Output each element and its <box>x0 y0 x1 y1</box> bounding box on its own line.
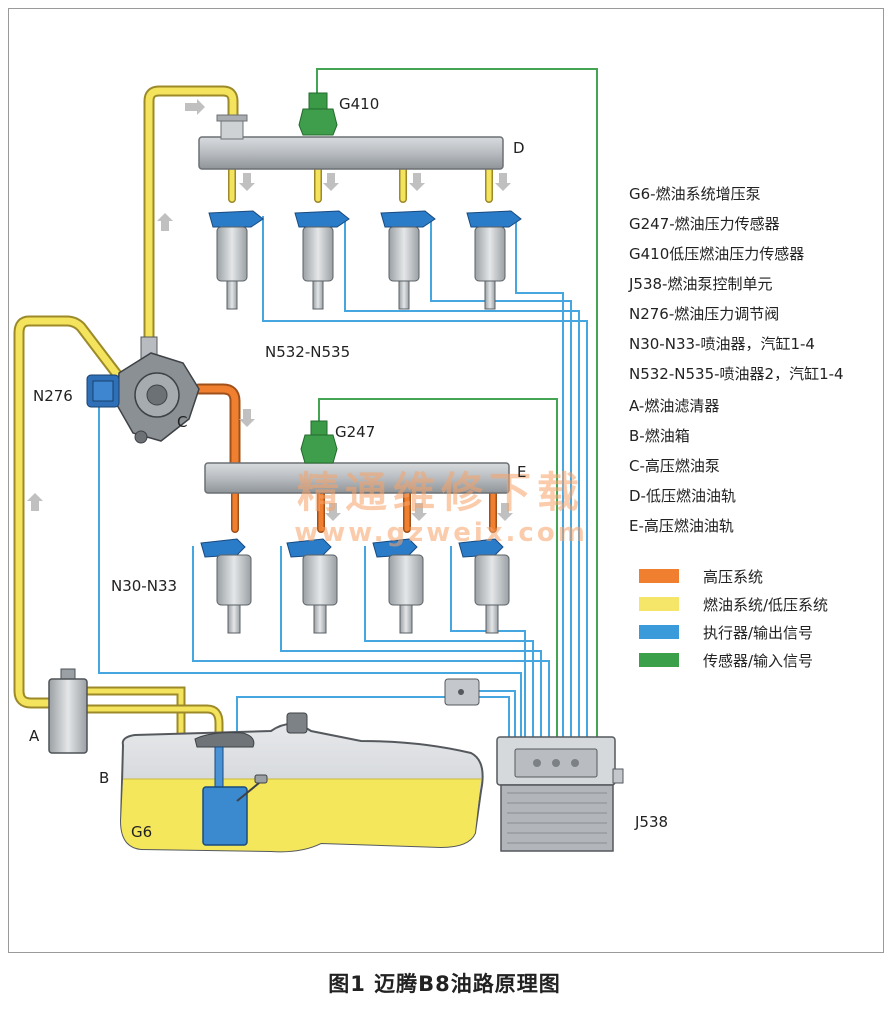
legend-label: 高压系统 <box>703 568 763 586</box>
description-item: G247-燃油压力传感器 <box>629 215 780 233</box>
label-b: B <box>99 769 109 787</box>
figure-caption: 图1 迈腾B8油路原理图 <box>328 972 561 996</box>
g410-sensor <box>298 92 338 136</box>
injector-n30 <box>200 538 252 634</box>
label-g247: G247 <box>335 423 375 441</box>
label-n532-n535: N532-N535 <box>265 343 350 361</box>
description-item: N276-燃油压力调节阀 <box>629 305 779 323</box>
injector-n32 <box>372 538 424 634</box>
color-legend: 高压系统 燃油系统/低压系统 执行器/输出信号 传感器/输入信号 <box>639 568 828 670</box>
legend-label: 燃油系统/低压系统 <box>703 596 828 614</box>
label-g6: G6 <box>131 823 152 841</box>
injector-n33 <box>458 538 510 634</box>
watermark-title: 精通维修下载 <box>297 468 585 517</box>
description-item: B-燃油箱 <box>629 427 690 445</box>
injector-n534 <box>380 210 436 310</box>
fuel-system-diagram: 精通维修下载 www.gzweix.com G410 D N532-N535 N… <box>13 68 844 853</box>
low-pressure-rail-d <box>198 114 504 170</box>
g6-pump <box>202 746 268 846</box>
legend-swatch-low-pressure <box>639 597 679 611</box>
description-item: N532-N535-喷油器2，汽缸1-4 <box>629 365 844 383</box>
legend-swatch-sensor <box>639 653 679 667</box>
legend-swatch-actuator <box>639 625 679 639</box>
description-item: G6-燃油系统增压泵 <box>629 185 761 203</box>
watermark: 精通维修下载 www.gzweix.com <box>294 468 588 548</box>
high-pressure-pump-c <box>116 336 200 444</box>
watermark-url: www.gzweix.com <box>294 518 588 548</box>
diagram-frame: 精通维修下载 www.gzweix.com G410 D N532-N535 N… <box>8 8 884 953</box>
legend-label: 传感器/输入信号 <box>703 652 813 670</box>
component-descriptions: G6-燃油系统增压泵 G247-燃油压力传感器 G410低压燃油压力传感器 J5… <box>628 185 844 535</box>
sensor-signal-wires <box>316 68 598 741</box>
low-pressure-lines <box>13 85 493 776</box>
injector-n535 <box>466 210 522 310</box>
flow-arrows <box>27 99 513 521</box>
description-item: C-高压燃油泵 <box>629 457 720 475</box>
description-item: N30-N33-喷油器，汽缸1-4 <box>629 335 815 353</box>
label-d: D <box>513 139 525 157</box>
label-e: E <box>517 463 526 481</box>
label-c: C <box>177 413 187 431</box>
actuator-signal-wires <box>98 216 588 746</box>
description-item: D-低压燃油油轨 <box>629 487 736 505</box>
injectors-n532-n535 <box>208 210 522 310</box>
description-item: G410低压燃油压力传感器 <box>629 245 804 263</box>
injector-n31 <box>286 538 338 634</box>
label-a: A <box>29 727 40 745</box>
g247-sensor <box>300 420 338 464</box>
injectors-n30-n33 <box>200 538 510 634</box>
fuel-tank-b <box>119 712 484 853</box>
fuel-filter-a <box>48 668 88 754</box>
description-item: A-燃油滤清器 <box>629 397 719 415</box>
high-pressure-rail-e <box>204 462 510 494</box>
description-item: J538-燃油泵控制单元 <box>628 275 772 293</box>
legend-label: 执行器/输出信号 <box>703 624 813 642</box>
j538-control-unit <box>496 736 624 852</box>
high-pressure-lines <box>193 383 497 533</box>
sensor-connector <box>444 678 480 706</box>
component-labels: G410 D N532-N535 N276 C G247 E N30-N33 A… <box>29 95 668 841</box>
injector-n533 <box>294 210 350 310</box>
label-n276: N276 <box>33 387 73 405</box>
label-n30-n33: N30-N33 <box>111 577 177 595</box>
label-g410: G410 <box>339 95 379 113</box>
description-item: E-高压燃油油轨 <box>629 517 734 535</box>
n276-valve <box>86 374 120 408</box>
injector-n532 <box>208 210 264 310</box>
legend-swatch-high-pressure <box>639 569 679 583</box>
label-j538: J538 <box>634 813 668 831</box>
